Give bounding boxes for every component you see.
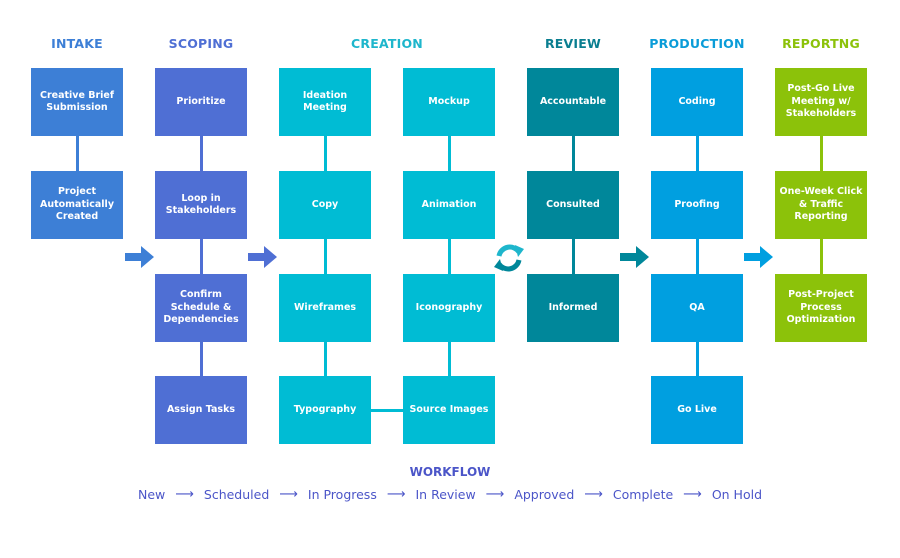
step-box: QA [651, 274, 743, 342]
header-reporting: REPORTNG [782, 36, 860, 51]
arrow-right-icon: ⟶ [584, 487, 603, 502]
arrow-right-icon: ⟶ [175, 487, 194, 502]
step-box: Confirm Schedule & Dependencies [155, 274, 247, 342]
connector-line [819, 239, 823, 274]
step-box: Post-Go Live Meeting w/ Stakeholders [775, 68, 867, 136]
header-scoping: SCOPING [168, 36, 234, 51]
step-box: Assign Tasks [155, 376, 247, 444]
step-box: Post-Project Process Optimization [775, 274, 867, 342]
workflow-step: New [137, 487, 166, 502]
header-review: REVIEW [544, 36, 602, 51]
workflow-title: WORKFLOW [409, 465, 491, 479]
arrow-right-icon [744, 246, 773, 268]
connector-line [199, 136, 203, 171]
arrow-right-icon [620, 246, 649, 268]
step-box: Coding [651, 68, 743, 136]
refresh-cycle-icon [494, 244, 524, 272]
step-box: Copy [279, 171, 371, 239]
header-creation: CREATION [351, 36, 423, 51]
step-box: Typography [279, 376, 371, 444]
connector-line [75, 136, 79, 171]
step-box: Loop in Stakeholders [155, 171, 247, 239]
workflow-step: In Progress [307, 487, 377, 502]
header-production: PRODUCTION [649, 36, 745, 51]
workflow-step: On Hold [711, 487, 763, 502]
workflow-steps: New ⟶ Scheduled ⟶ In Progress ⟶ In Review ⟶ Appr… [0, 487, 900, 502]
connector-line [323, 136, 327, 171]
connector-line [695, 342, 699, 376]
step-box: Creative Brief Submission [31, 68, 123, 136]
arrow-right-icon: ⟶ [386, 487, 406, 502]
step-box: Source Images [403, 376, 495, 444]
step-box: Animation [403, 171, 495, 239]
step-box: Go Live [651, 376, 743, 444]
step-box: Wireframes [279, 274, 371, 342]
connector-line [695, 136, 699, 171]
connector-line [571, 136, 575, 171]
step-box: Consulted [527, 171, 619, 239]
arrow-right-icon: ⟶ [279, 487, 298, 502]
workflow-step: In Review [415, 487, 476, 502]
header-intake: INTAKE [51, 36, 103, 51]
connector-line [447, 342, 451, 376]
workflow-step: Complete [612, 487, 674, 502]
step-box: Informed [527, 274, 619, 342]
connector-line [323, 239, 327, 274]
arrow-right-icon: ⟶ [485, 487, 505, 502]
connector-line [571, 239, 575, 274]
step-box: Mockup [403, 68, 495, 136]
arrow-right-icon [125, 246, 154, 268]
connector-line [199, 239, 203, 274]
connector-line [199, 342, 203, 376]
connector-line [695, 239, 699, 274]
workflow-step: Scheduled [203, 487, 270, 502]
step-box: Prioritize [155, 68, 247, 136]
step-box: Proofing [651, 171, 743, 239]
connector-line [819, 136, 823, 171]
arrow-right-icon: ⟶ [683, 487, 702, 502]
workflow-step: Approved [514, 487, 575, 502]
step-box: Project Automatically Created [31, 171, 123, 239]
step-box: Iconography [403, 274, 495, 342]
arrow-right-icon [248, 246, 277, 268]
connector-line [371, 409, 403, 412]
connector-line [447, 136, 451, 171]
step-box: One-Week Click & Traffic Reporting [775, 171, 867, 239]
connector-line [323, 342, 327, 376]
connector-line [447, 239, 451, 274]
step-box: Ideation Meeting [279, 68, 371, 136]
step-box: Accountable [527, 68, 619, 136]
